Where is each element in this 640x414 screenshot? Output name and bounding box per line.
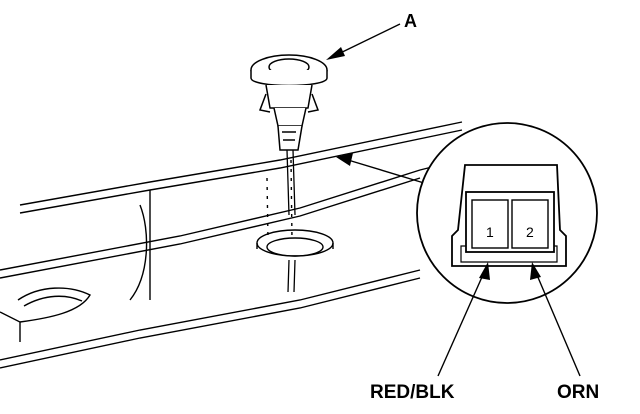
mounting-hole: [256, 229, 334, 257]
wire-color-leaders: [437, 262, 581, 377]
panel-ridge-line-2: [0, 177, 421, 279]
pin-2-wire-color-label: ORN: [557, 382, 599, 403]
callout-a-label: A: [404, 11, 417, 31]
switch-connector-lock: [282, 131, 296, 141]
courtesy-light-switch: [250, 54, 328, 151]
switch-clip-left: [258, 93, 271, 113]
switch-terminal-block: [273, 107, 307, 127]
terminal-cavity-2: [511, 199, 549, 249]
panel-top-edge-outer: [19, 121, 463, 206]
install-path-dashes: [266, 159, 293, 241]
switch-connector-housing: [277, 125, 303, 151]
panel-top-edge-inner: [19, 129, 463, 214]
connector-detail-circle: 1 2: [416, 122, 598, 304]
pin-1-wire-color-label: RED/BLK: [370, 382, 455, 403]
terminal-cavity-1: [471, 199, 509, 249]
magnify-arrow: [336, 153, 425, 184]
pin-2-number: 2: [526, 224, 534, 240]
door-handle-recess-inner: [23, 295, 83, 307]
door-handle-recess: [17, 287, 91, 323]
panel-left-return: [0, 311, 21, 342]
panel-lower-edge: [0, 269, 421, 361]
panel-lower-edge-2: [0, 277, 421, 369]
switch-body: [265, 84, 313, 109]
panel-curve: [129, 204, 148, 301]
callout-a-leader: [326, 23, 401, 60]
switch-flange-rim: [250, 70, 328, 87]
harness-wire: [286, 149, 296, 293]
pin-1-number: 1: [486, 224, 494, 240]
switch-clip-right: [307, 93, 320, 113]
body-panel: [0, 121, 463, 369]
